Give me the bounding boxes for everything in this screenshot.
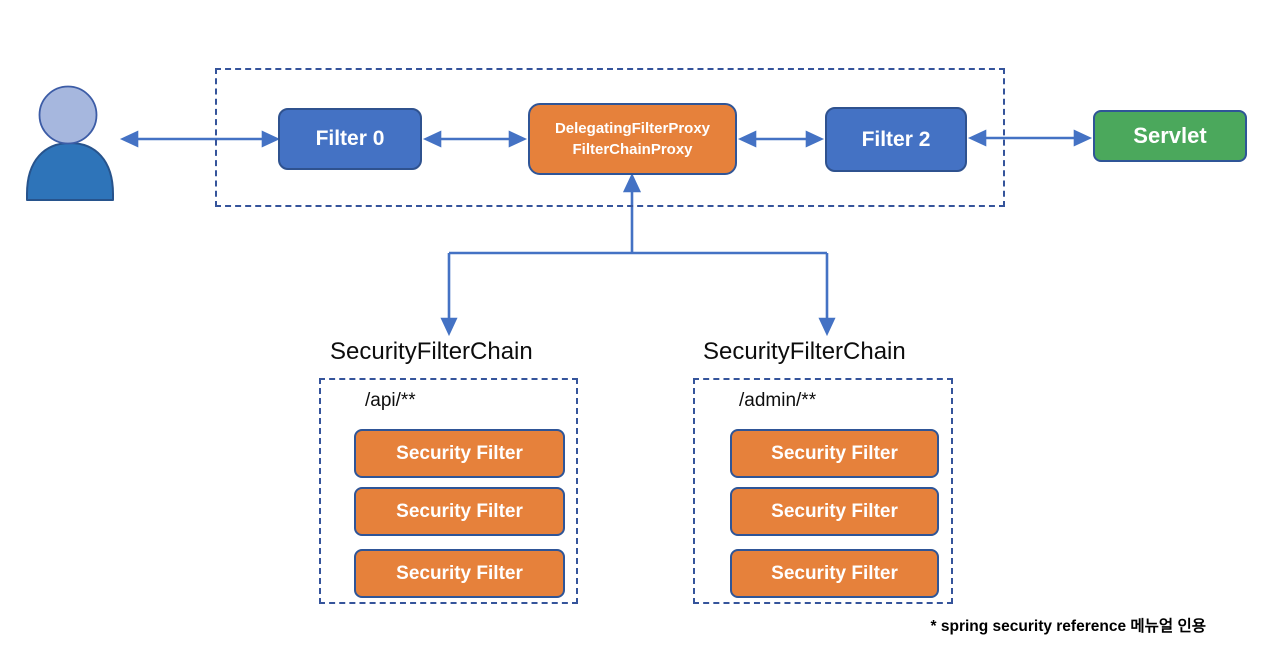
filter2-label: Filter 2 <box>861 127 931 151</box>
filter0-label: Filter 0 <box>315 127 385 150</box>
servlet-node: Servlet <box>1093 110 1247 162</box>
proxy-label-line2: FilterChainProxy <box>572 141 693 158</box>
arrow-proxy-filter2 <box>737 130 825 148</box>
delegating-filter-proxy-node: DelegatingFilterProxy FilterChainProxy <box>528 103 737 175</box>
security-filter-node: Security Filter <box>354 429 565 478</box>
branch-connector <box>440 251 836 337</box>
security-filter-node: Security Filter <box>730 487 939 536</box>
filter0-node: Filter 0 <box>278 108 422 170</box>
proxy-label-line1: DelegatingFilterProxy <box>554 120 711 137</box>
chain-path-api: /api/** <box>365 390 416 411</box>
user-head-shape <box>38 85 98 145</box>
security-filter-label: Security Filter <box>396 442 523 464</box>
arrow-filter0-proxy <box>422 130 528 148</box>
security-filter-node: Security Filter <box>354 487 565 536</box>
security-filter-chain-box-left: /api/** Security Filter Security Filter … <box>319 378 578 604</box>
security-filter-node: Security Filter <box>730 549 939 598</box>
security-filter-node: Security Filter <box>354 549 565 598</box>
security-filter-chain-box-right: /admin/** Security Filter Security Filte… <box>693 378 953 604</box>
arrow-user-filter0 <box>119 130 281 148</box>
source-footnote: * spring security reference 메뉴얼 인용 <box>930 618 1206 635</box>
security-filter-label: Security Filter <box>771 562 898 584</box>
arrow-chains-to-proxy <box>622 172 642 253</box>
security-filter-label: Security Filter <box>771 500 898 522</box>
arrow-filter2-servlet <box>967 129 1093 147</box>
security-filter-label: Security Filter <box>771 442 898 464</box>
user-icon <box>26 85 114 201</box>
filter2-node: Filter 2 <box>825 107 967 172</box>
security-filter-label: Security Filter <box>396 562 523 584</box>
servlet-label: Servlet <box>1133 123 1207 148</box>
servlet-filter-chain-dashed-box <box>215 68 1005 207</box>
security-filter-chain-title-right: SecurityFilterChain <box>703 338 906 365</box>
security-filter-node: Security Filter <box>730 429 939 478</box>
security-filter-label: Security Filter <box>396 500 523 522</box>
security-filter-chain-title-left: SecurityFilterChain <box>330 338 533 365</box>
chain-path-admin: /admin/** <box>739 390 817 411</box>
